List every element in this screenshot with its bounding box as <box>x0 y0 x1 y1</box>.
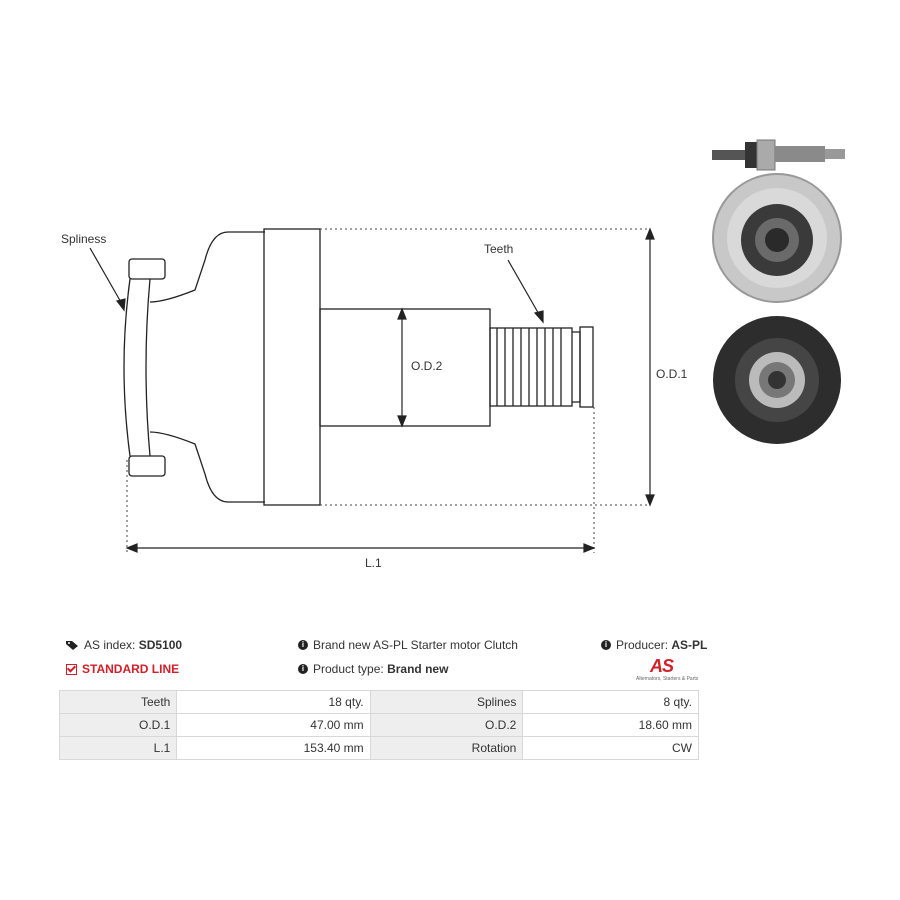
table-row: L.1 153.40 mm Rotation CW <box>58 736 699 760</box>
product-photo-front <box>712 173 842 303</box>
table-row: O.D.1 47.00 mm O.D.2 18.60 mm <box>58 713 699 737</box>
description-text: Brand new AS-PL Starter motor Clutch <box>313 638 518 652</box>
logo-mark: AS <box>650 656 674 676</box>
technical-drawing: Spliness Teeth O.D.1 O.D.2 L.1 <box>61 139 845 570</box>
as-pl-logo: AS Alternators, Starters & Parts <box>636 656 700 686</box>
spec-label: O.D.2 <box>369 713 524 737</box>
spec-label: Teeth <box>58 690 178 714</box>
description-row: i Brand new AS-PL Starter motor Clutch <box>298 638 518 652</box>
extension-lines <box>126 228 650 553</box>
spec-value: CW <box>522 736 699 760</box>
product-photo-side <box>712 139 845 171</box>
dimension-arrows <box>89 227 655 553</box>
spec-value: 18 qty. <box>176 690 371 714</box>
as-index-label: AS index: <box>84 638 136 652</box>
spec-value: 153.40 mm <box>176 736 371 760</box>
product-type-row: i Product type: Brand new <box>298 662 448 676</box>
label-od1: O.D.1 <box>656 367 688 381</box>
logo-tagline: Alternators, Starters & Parts <box>636 676 699 682</box>
table-row: Teeth 18 qty. Splines 8 qty. <box>58 690 699 714</box>
tag-icon <box>66 640 78 650</box>
info-icon: i <box>601 640 611 650</box>
label-od2: O.D.2 <box>411 359 443 373</box>
label-spliness: Spliness <box>61 232 106 246</box>
product-photo-back <box>713 316 841 444</box>
spec-value: 18.60 mm <box>522 713 699 737</box>
spec-label: L.1 <box>58 736 178 760</box>
spec-label: Rotation <box>369 736 524 760</box>
label-l1: L.1 <box>365 556 382 570</box>
spec-label: Splines <box>369 690 524 714</box>
as-index-value: SD5100 <box>138 638 183 652</box>
standard-line-row: STANDARD LINE <box>66 662 179 676</box>
as-index-row: AS index: SD5100 <box>66 638 182 652</box>
spec-value: 47.00 mm <box>176 713 371 737</box>
part-outline <box>123 228 594 506</box>
producer-row: i Producer: AS-PL <box>601 638 707 652</box>
product-type-value: Brand new <box>387 662 449 676</box>
standard-line-label: STANDARD LINE <box>82 662 180 676</box>
producer-value: AS-PL <box>671 638 708 652</box>
info-icon: i <box>298 664 308 674</box>
product-type-label: Product type: <box>313 662 384 676</box>
spec-label: O.D.1 <box>58 713 178 737</box>
specs-table: Teeth 18 qty. Splines 8 qty. O.D.1 47.00… <box>58 690 699 760</box>
spec-value: 8 qty. <box>522 690 699 714</box>
producer-label: Producer: <box>616 638 669 652</box>
checkbox-icon <box>66 663 77 675</box>
info-icon: i <box>298 640 308 650</box>
label-teeth: Teeth <box>484 242 513 256</box>
